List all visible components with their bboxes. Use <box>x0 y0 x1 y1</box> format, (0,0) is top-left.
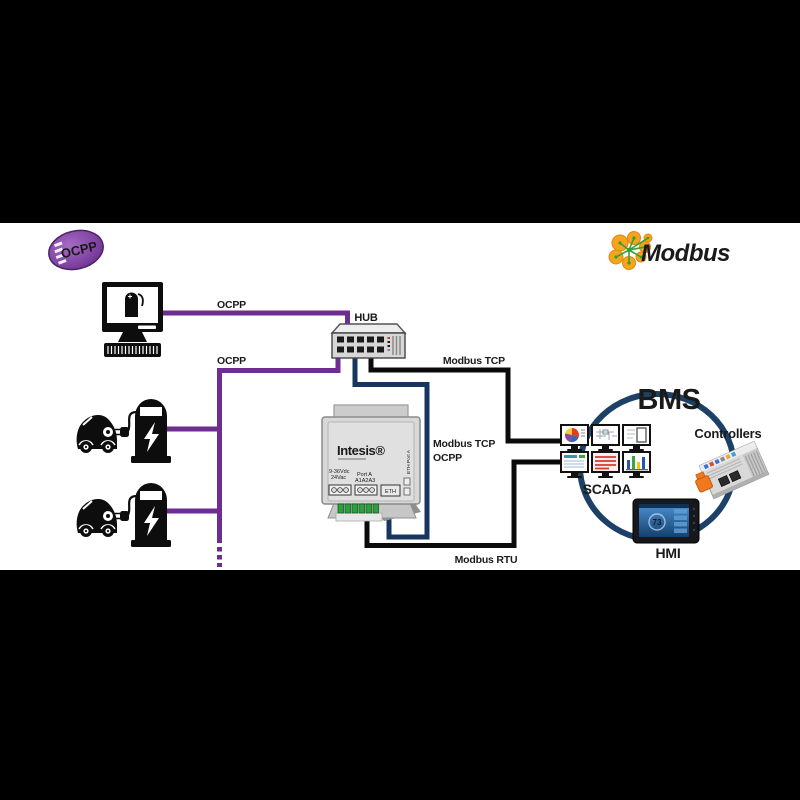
label-controllers: Controllers <box>694 426 761 441</box>
scada-monitor-diagram <box>622 424 651 451</box>
gateway-port-label-2: A1A2A3 <box>355 478 375 484</box>
modbus-tcp-line <box>368 350 562 444</box>
ocpp-logo-oval <box>48 229 104 271</box>
screen-charger-cable <box>137 293 144 307</box>
label-gateway-line2: OCPP <box>433 452 462 464</box>
label-ocpp-top: OCPP <box>217 299 246 311</box>
ocpp-server-computer <box>102 282 163 357</box>
plc-front-vents <box>706 458 743 480</box>
keyboard-keys <box>107 346 158 354</box>
gateway-power-label-2: 24Vac <box>331 475 346 481</box>
hmi-device: 73 <box>632 498 700 544</box>
plc-bottom-strip <box>712 470 769 499</box>
label-bms: BMS <box>638 384 701 416</box>
label-modbus-tcp-top: Modbus TCP <box>443 355 505 367</box>
gateway-eth-label: ETH <box>385 489 396 495</box>
label-gateway-line1: Modbus TCP <box>433 438 495 450</box>
modbus-logo: Modbus <box>608 231 731 270</box>
hub-leds <box>387 337 390 351</box>
scada-monitor-barchart <box>622 451 651 478</box>
hub-top-face <box>330 323 407 334</box>
screen-charger-plus <box>128 294 132 299</box>
gateway-power-label-1: 9-36Vdc <box>329 469 350 475</box>
scada-monitor-alarms <box>591 451 620 478</box>
ocpp-line-trunk <box>217 356 341 543</box>
plc-vent-slots <box>744 451 767 479</box>
ocpp-logo: OCPP <box>48 229 104 271</box>
scada-monitor-wall <box>560 424 651 478</box>
gateway-dip-2 <box>403 487 411 496</box>
modbus-node-links <box>615 237 649 263</box>
modbus-node-dots <box>614 236 650 265</box>
scada-monitor-table <box>560 451 589 478</box>
gateway-port-label-1: Port A <box>357 472 372 478</box>
gateway-front-panel <box>327 421 415 502</box>
label-modbus-rtu: Modbus RTU <box>455 554 518 566</box>
hub-vents <box>392 336 401 355</box>
plc-port-2 <box>728 470 742 483</box>
screen-charger-icon <box>125 292 138 317</box>
hub-ports <box>337 336 384 353</box>
hmi-gauge-value: 73 <box>653 518 662 527</box>
gateway-brand-tagline-bar <box>338 458 366 460</box>
plc-orange-clamp <box>695 475 713 493</box>
intesis-gateway: Intesis® 9-36Vdc 24Vac Port A A1A2A3 ETH… <box>321 404 421 522</box>
gateway-green-terminal-block <box>335 503 383 522</box>
label-hub: HUB <box>354 312 377 324</box>
ocpp-logo-stripes <box>53 241 67 265</box>
label-scada: SCADA <box>583 481 632 497</box>
controller-plc-device <box>695 440 770 500</box>
gateway-dip-1 <box>403 477 411 486</box>
plc-marker-squares <box>703 451 737 470</box>
gateway-side-label: ETH Port A <box>406 449 412 474</box>
monitor-stand <box>118 332 147 342</box>
gateway-power-terminal <box>328 484 352 496</box>
label-ocpp-bottom: OCPP <box>217 355 246 367</box>
gateway-porta-terminal <box>354 484 378 496</box>
gateway-eth-port: ETH <box>380 484 401 497</box>
hmi-screen-topbar <box>639 504 689 508</box>
plc-port-1 <box>717 474 731 487</box>
label-hmi: HMI <box>655 545 680 561</box>
monitor-bezel-slot <box>138 325 156 329</box>
modbus-logo-text: Modbus <box>641 240 730 267</box>
gateway-brand: Intesis® <box>337 443 385 458</box>
scada-monitor-pie <box>560 424 589 451</box>
scada-monitor-schematic <box>591 424 620 451</box>
ethernet-line-hub-gateway <box>352 350 430 540</box>
hub-device <box>330 323 407 359</box>
hmi-gauge-ring <box>648 513 666 531</box>
hmi-menu-buttons <box>674 509 687 533</box>
hmi-bezel-dots <box>692 507 696 532</box>
